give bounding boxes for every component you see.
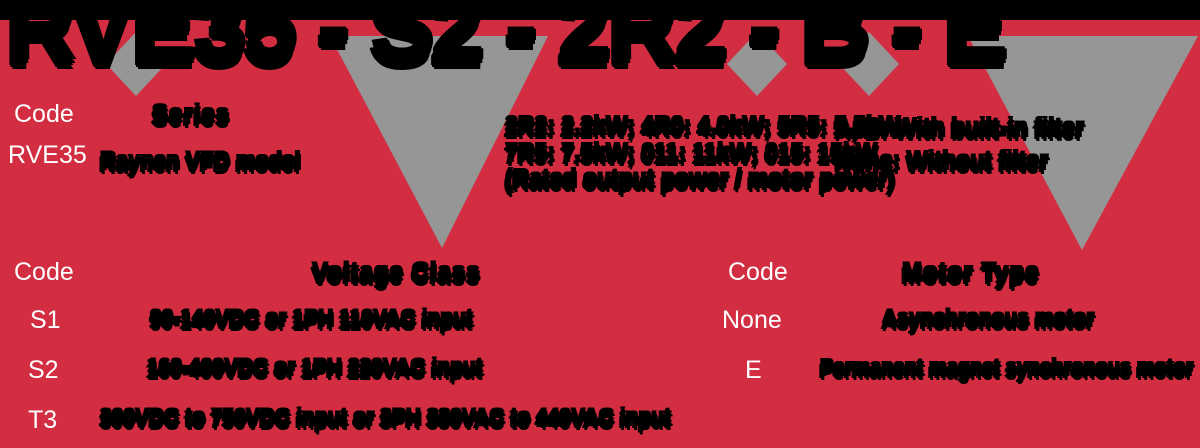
option-note-line-1: A, B: With built-in filter [835,112,1084,138]
motor-row-desc: Permanent magnet synchronous motor [820,355,1194,377]
big-down-arrow-icon [330,36,548,248]
power-note-line-3: (Rated output power / motor power) [505,163,895,189]
motor-row-desc: Asynchronous motor [882,305,1095,328]
big-down-arrow-icon [968,36,1198,250]
series-header: Series [152,99,231,126]
power-note-line-1: 2R2: 2.2kW; 4R0: 4.0kW; 5R5: 5.5kW [505,110,901,136]
down-arrow-icon [106,32,166,96]
series-code-desc: Raynen VFD model [100,146,301,171]
down-arrow-icon [727,32,787,96]
motor-row-code: E [745,356,762,384]
voltage-row-desc: 160-400VDC or 1PH 220VAC input [147,354,483,377]
model-code: RVE35 - S2 - 2R2 - B - E [6,0,1008,78]
voltage-header: Voltage Class [312,257,481,284]
power-note-line-2: 7R5: 7.5kW; 011: 11kW; 015: 15kW [505,137,878,163]
voltage-row-desc: 90-140VDC or 1PH 110VAC input [150,305,473,328]
voltage-row-code: S1 [30,306,61,334]
motor-row-code: None [722,306,782,334]
series-code-label: Code [14,100,74,128]
option-note-line-2: None: Without filter [835,145,1049,171]
motor-header: Motor Type [902,257,1040,284]
top-black-band [0,0,1200,20]
down-arrow-icon [839,32,899,96]
series-code-value: RVE35 [8,141,87,169]
voltage-row-code: S2 [28,356,59,384]
voltage-code-label: Code [14,258,74,286]
motor-code-label: Code [728,258,788,286]
voltage-row-desc: 300VDC to 750VDC input or 3PH 380VAC to … [100,404,672,427]
voltage-row-code: T3 [28,406,58,434]
